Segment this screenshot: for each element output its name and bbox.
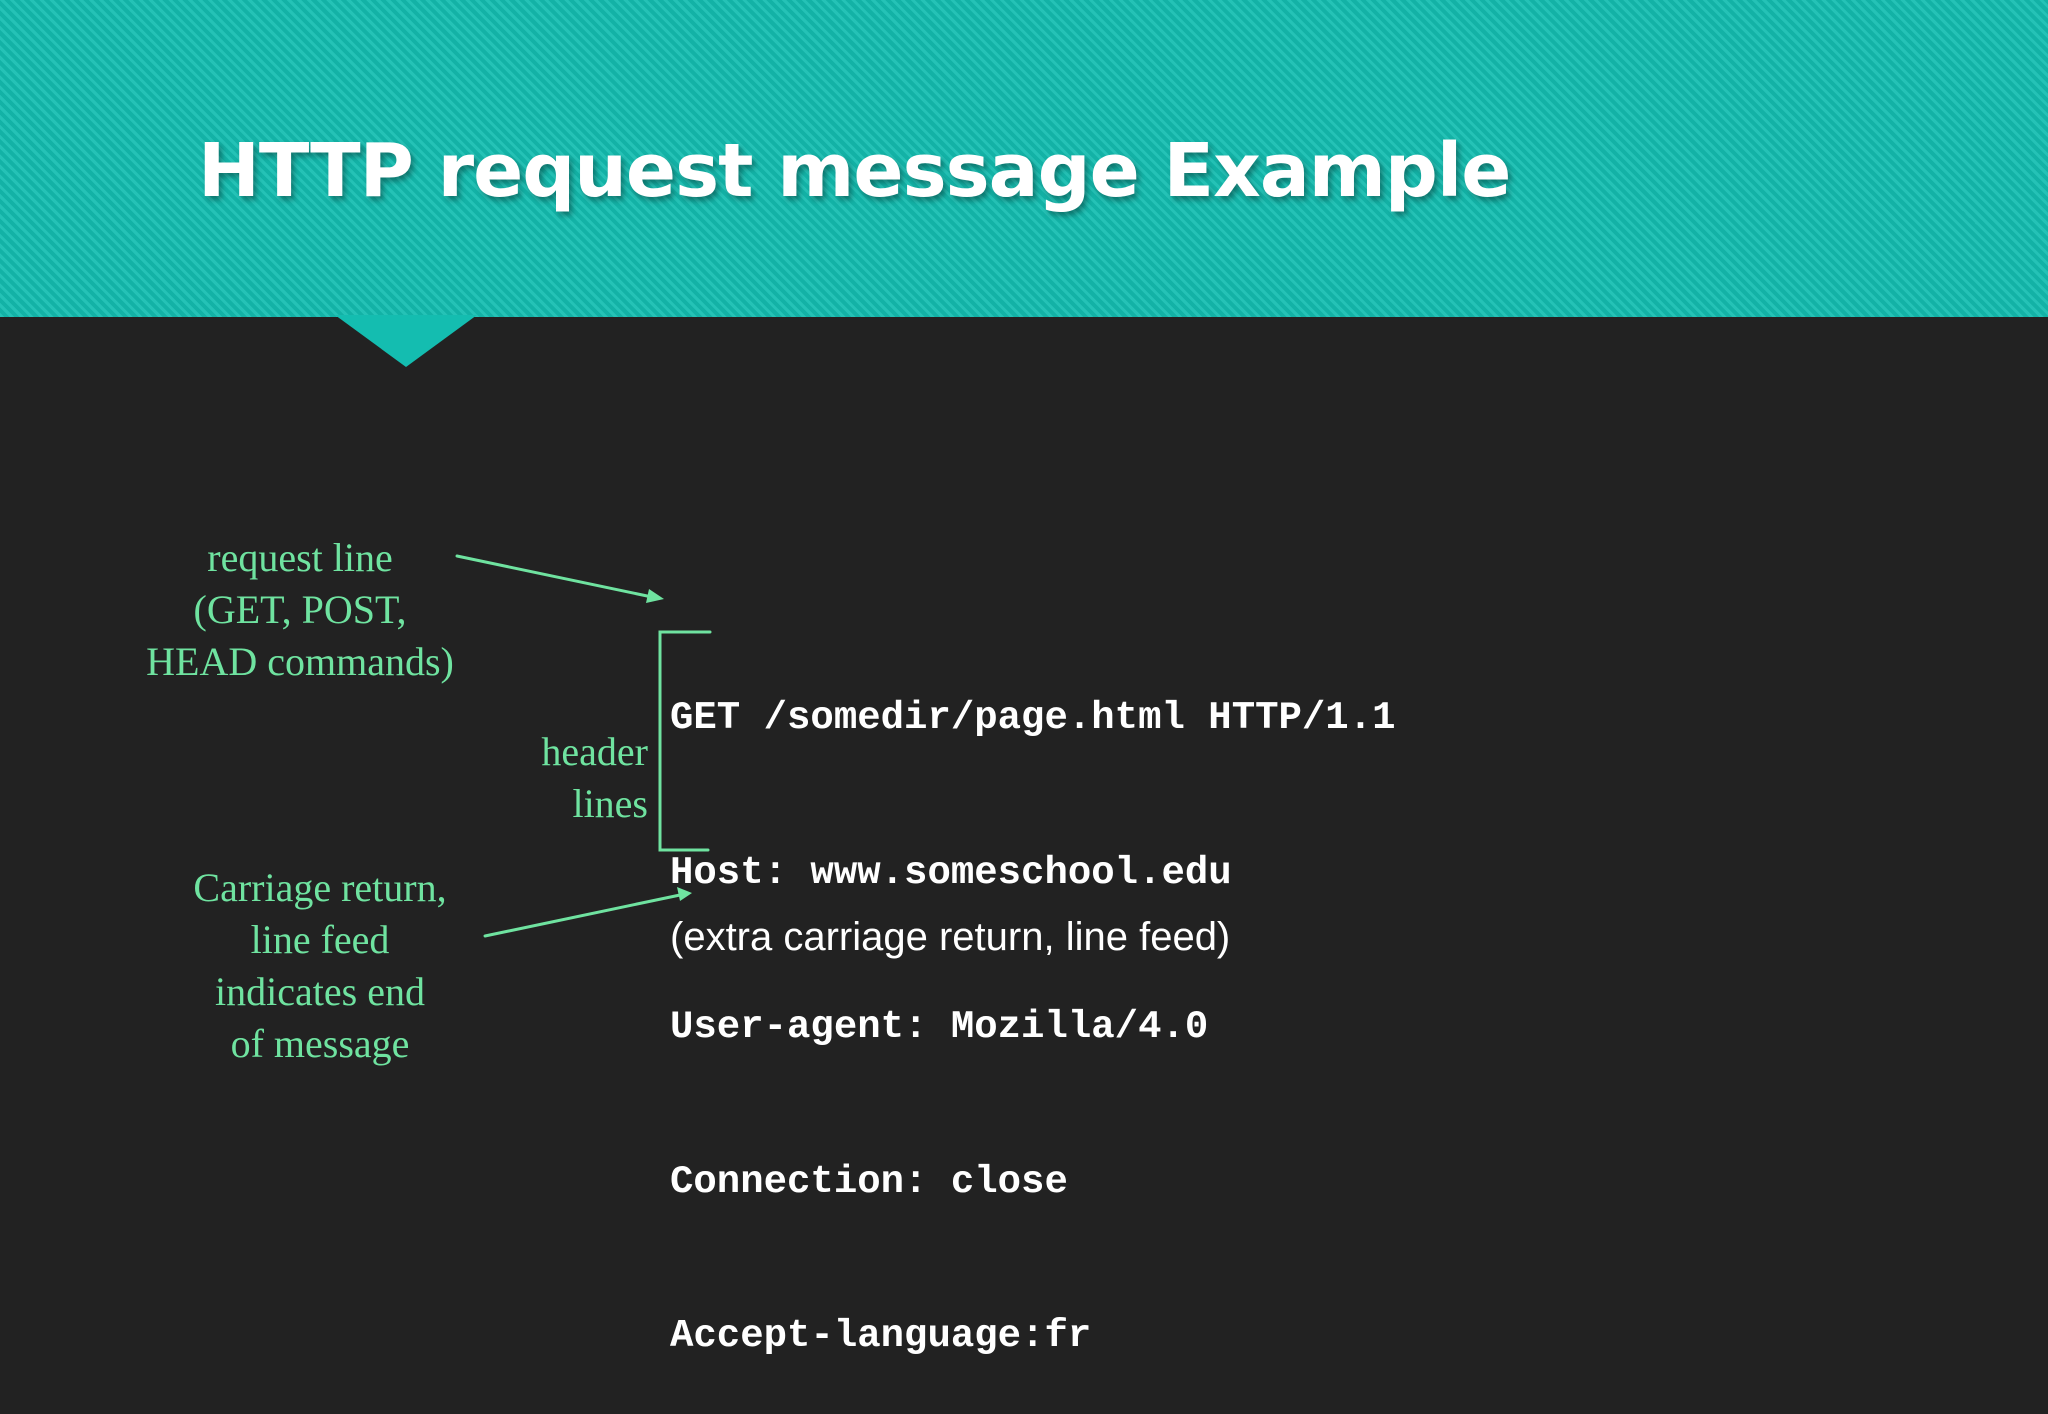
request-line-arrowhead — [646, 589, 664, 603]
request-line-label: request line (GET, POST, HEAD commands) — [120, 532, 480, 688]
carriage-return-label: Carriage return, line feed indicates end… — [155, 862, 485, 1070]
request-line-label-line: HEAD commands) — [146, 639, 454, 684]
header-line-host: Host: www.someschool.edu — [670, 850, 1232, 895]
title-banner — [0, 0, 2048, 317]
http-request-message: GET /somedir/page.html HTTP/1.1 Host: ww… — [670, 590, 1396, 1414]
title-banner-notch — [335, 315, 477, 367]
request-line-label-line: request line — [207, 535, 393, 580]
carriage-return-label-line: of message — [230, 1021, 410, 1066]
header-line-user-agent: User-agent: Mozilla/4.0 — [670, 1005, 1209, 1049]
header-lines-label-line: lines — [572, 781, 648, 826]
header-lines-label: header lines — [500, 726, 648, 830]
carriage-return-label-line: indicates end — [215, 969, 425, 1014]
carriage-return-label-line: Carriage return, — [193, 865, 447, 910]
header-line-connection: Connection: close — [670, 1159, 1068, 1204]
slide-title: HTTP request message Example — [198, 128, 1511, 214]
carriage-return-label-line: line feed — [250, 917, 390, 962]
request-line-label-line: (GET, POST, — [193, 587, 407, 632]
request-line: GET /somedir/page.html HTTP/1.1 — [670, 696, 1396, 740]
request-line-arrow — [455, 554, 654, 599]
header-line-accept-language: Accept-language:fr — [670, 1314, 1092, 1358]
carriage-return-arrow — [483, 893, 682, 938]
extra-crlf-text: (extra carriage return, line feed) — [670, 915, 1231, 959]
header-lines-label-line: header — [541, 729, 648, 774]
